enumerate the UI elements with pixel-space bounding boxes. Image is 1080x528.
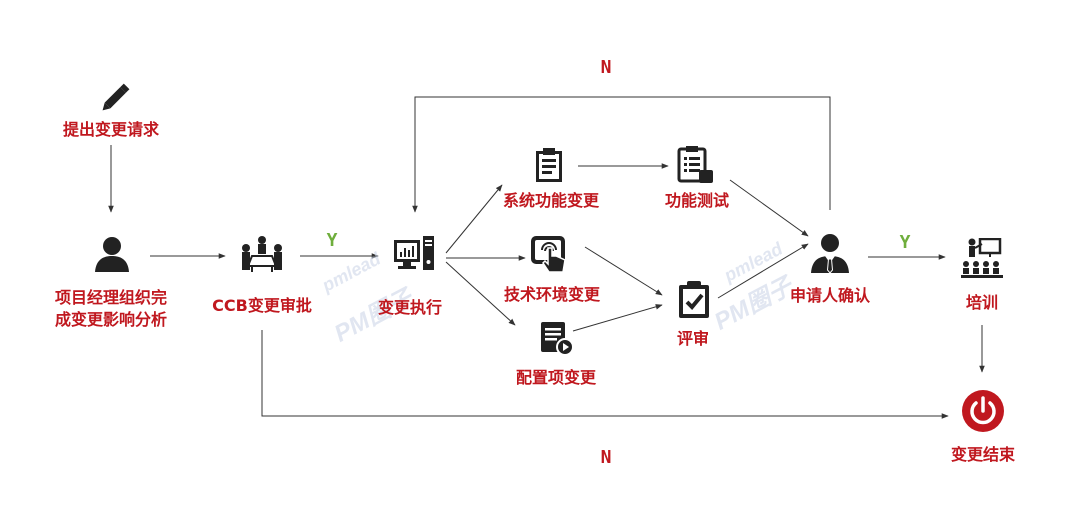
node-label-tech-change: 技术环境变更	[503, 285, 601, 304]
arrow-config-to-review	[572, 304, 663, 332]
node-label-confirm: 申请人确认	[789, 286, 871, 305]
arrow-review-to-confirm	[717, 243, 809, 299]
node-label-config-change: 配置项变更	[515, 368, 597, 387]
checklist-icon	[677, 146, 713, 183]
edge-label-no-top: N	[600, 57, 612, 78]
arrow-ccb-no-to-end	[261, 330, 949, 419]
edge-label-yes-ccb: Y	[326, 230, 338, 251]
node-label-end: 变更结束	[950, 445, 1016, 464]
node-label-func-change: 系统功能变更	[502, 191, 600, 210]
node-label-ccb: CCB变更审批	[212, 296, 312, 315]
clipboard-check-icon	[679, 281, 709, 318]
arrow-execute-to-config	[445, 261, 516, 326]
node-label-review: 评审	[676, 329, 710, 348]
node-label-request: 提出变更请求	[62, 120, 160, 139]
meeting-icon	[242, 236, 282, 272]
document-play-icon	[541, 322, 574, 356]
computer-icon	[394, 236, 434, 270]
node-label-pm-analysis: 项目经理组织完成变更影响分析	[54, 288, 167, 329]
edge-label-no-bottom: N	[600, 447, 612, 468]
node-label-func-test: 功能测试	[664, 191, 730, 210]
node-label-training: 培训	[965, 293, 999, 312]
businessman-icon	[811, 234, 849, 274]
arrow-test-to-confirm	[729, 179, 809, 237]
arrow-confirm-no-loop	[412, 96, 831, 213]
node-label-execute: 变更执行	[377, 298, 443, 317]
power-icon	[962, 390, 1004, 432]
clipboard-icon	[536, 148, 562, 182]
classroom-icon	[961, 238, 1003, 278]
arrow-tech-to-review	[584, 246, 663, 296]
edge-label-yes-confirm: Y	[899, 232, 911, 253]
person-icon	[95, 237, 129, 272]
touch-screen-icon	[531, 236, 566, 273]
arrow-execute-to-func	[445, 184, 503, 254]
pencil-icon	[102, 83, 130, 111]
